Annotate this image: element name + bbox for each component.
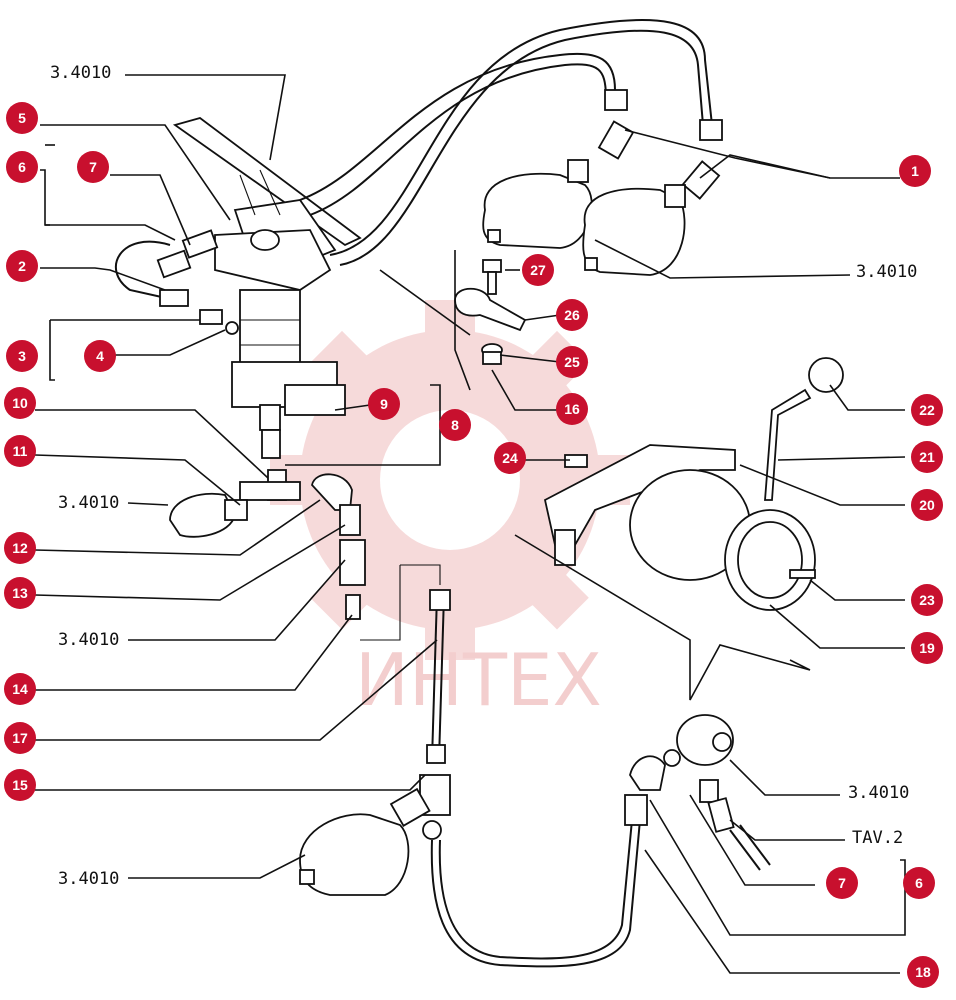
callout-6a: 6	[6, 151, 38, 183]
callout-19: 19	[911, 632, 943, 664]
ref-label-tav: TAV.2	[852, 828, 903, 848]
callout-4-label: 4	[96, 348, 104, 364]
callout-1: 1	[899, 155, 931, 187]
callout-2: 2	[6, 250, 38, 282]
callout-7b-label: 7	[838, 875, 846, 891]
ref-label-right-low: 3.4010	[848, 783, 909, 803]
callout-5: 5	[6, 102, 38, 134]
callouts: 1 5 6 7 2 27 26 3 4 25 10 9 16 22 8 11 2…	[4, 102, 943, 988]
callout-22-label: 22	[919, 402, 935, 418]
callout-11-label: 11	[13, 443, 28, 459]
callout-17-label: 17	[12, 730, 28, 746]
callout-16-label: 16	[564, 401, 580, 417]
callout-6b-label: 6	[915, 875, 923, 891]
reference-labels: 3.4010 3.4010 3.4010 3.4010 3.4010 TAV.2…	[50, 63, 917, 889]
callout-25: 25	[556, 346, 588, 378]
callout-26: 26	[556, 299, 588, 331]
callout-22: 22	[911, 394, 943, 426]
callout-7a-label: 7	[89, 159, 97, 175]
callout-23: 23	[911, 584, 943, 616]
callout-23-label: 23	[919, 592, 935, 608]
callout-15-label: 15	[12, 777, 28, 793]
callout-24-label: 24	[502, 450, 518, 466]
leader-lines	[34, 74, 906, 974]
callout-20-label: 20	[919, 497, 935, 513]
callout-7a: 7	[77, 151, 109, 183]
ref-label-left-mid: 3.4010	[58, 630, 119, 650]
callout-26-label: 26	[564, 307, 580, 323]
callout-6a-label: 6	[18, 159, 26, 175]
ref-label-left-small: 3.4010	[58, 493, 119, 513]
callout-12: 12	[4, 532, 36, 564]
callout-6b: 6	[903, 867, 935, 899]
callout-10: 10	[4, 387, 36, 419]
callout-10-label: 10	[12, 395, 28, 411]
hoses-top	[114, 19, 713, 301]
callout-25-label: 25	[564, 354, 580, 370]
callout-14: 14	[4, 673, 36, 705]
callout-5-label: 5	[18, 110, 26, 126]
small-parts	[454, 259, 527, 365]
handbrake-assembly	[543, 357, 844, 611]
callout-19-label: 19	[919, 640, 935, 656]
callout-12-label: 12	[12, 540, 28, 556]
callout-14-label: 14	[12, 681, 28, 697]
brake-pedal-valve	[172, 117, 362, 459]
ref-label-right-mid: 3.4010	[856, 262, 917, 282]
reservoirs-top	[482, 159, 686, 276]
callout-21-label: 21	[919, 449, 935, 465]
callout-9: 9	[368, 388, 400, 420]
callout-3-label: 3	[18, 348, 26, 364]
callout-8-label: 8	[451, 417, 459, 433]
callout-27-label: 27	[530, 262, 546, 278]
ref-label-left-bottom: 3.4010	[58, 869, 119, 889]
callout-18: 18	[907, 956, 939, 988]
ref-label-top-left: 3.4010	[50, 63, 111, 83]
callout-27: 27	[522, 254, 554, 286]
callout-8: 8	[439, 409, 471, 441]
callout-13: 13	[4, 577, 36, 609]
callout-15: 15	[4, 769, 36, 801]
callout-11: 11	[4, 435, 36, 467]
fittings-top	[156, 89, 723, 335]
callout-20: 20	[911, 489, 943, 521]
cylinder-bottom	[676, 714, 771, 871]
callout-21: 21	[911, 441, 943, 473]
callout-13-label: 13	[12, 585, 28, 601]
brake-pipe	[360, 564, 451, 840]
valve-fittings	[169, 469, 366, 620]
reservoir-bottom	[299, 787, 431, 896]
callout-4: 4	[84, 340, 116, 372]
callout-16: 16	[556, 393, 588, 425]
callout-17: 17	[4, 722, 36, 754]
callout-18-label: 18	[915, 964, 931, 980]
watermark-text: ИНТЕХ	[355, 638, 602, 722]
callout-3: 3	[6, 340, 38, 372]
callout-24: 24	[494, 442, 526, 474]
callout-2-label: 2	[18, 258, 26, 274]
callout-9-label: 9	[380, 396, 388, 412]
callout-7b: 7	[826, 867, 858, 899]
callout-1-label: 1	[911, 163, 919, 179]
hose-bottom	[430, 749, 681, 968]
